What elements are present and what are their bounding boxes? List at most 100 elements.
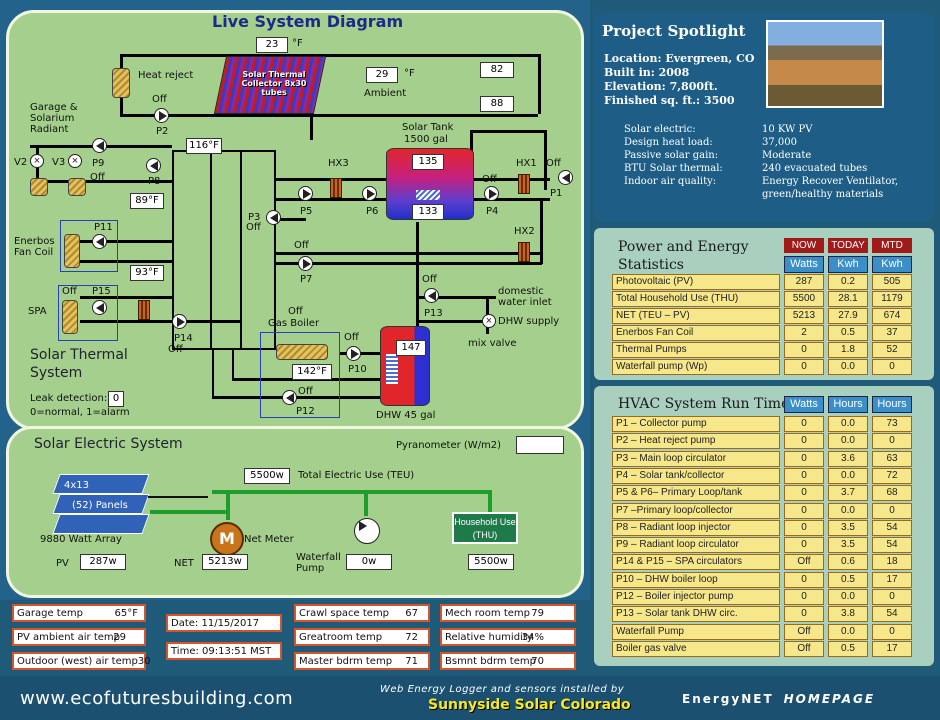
heat-reject-out-temp: 82	[480, 62, 514, 78]
pipe	[540, 200, 543, 264]
spec-key: Indoor air quality:	[624, 176, 717, 187]
pipe	[276, 198, 386, 201]
stat-row-value: 5500	[784, 291, 824, 307]
stat-row-value: 287	[784, 274, 824, 290]
ambient-temp-unit: °F	[404, 68, 415, 79]
stat-row-value: 63	[872, 450, 912, 467]
stat-row-value: 0	[784, 571, 824, 588]
pipe	[276, 218, 306, 221]
pv-label: PV	[56, 558, 69, 569]
col-now: NOW	[784, 238, 824, 253]
p3-pump-icon[interactable]	[266, 210, 281, 225]
net-value: 5213w	[202, 554, 248, 570]
spec-value: green/healthy materials	[762, 189, 884, 200]
dhw-tank-coil	[386, 354, 398, 384]
pipe	[80, 320, 240, 323]
v2-valve-icon[interactable]: ×	[30, 154, 44, 168]
hx2-heat-exchanger	[518, 242, 530, 262]
p15-state: Off	[62, 286, 77, 297]
p9-pump-icon[interactable]	[92, 138, 107, 153]
net-meter-label: Net Meter	[244, 534, 294, 545]
p11-label: P11	[94, 222, 113, 233]
ambient-label: Ambient	[364, 88, 407, 99]
gas-boiler-label: Gas Boiler	[268, 318, 320, 329]
installer-link[interactable]: Sunnyside Solar Colorado	[428, 697, 631, 713]
p8-pump-icon[interactable]	[146, 158, 161, 173]
household-use-box: Household Use (THU)	[452, 512, 518, 544]
spotlight-finished: Finished sq. ft.: 3500	[604, 94, 735, 107]
p1-pump-icon[interactable]	[558, 170, 573, 185]
stat-row-label: P10 – DHW boiler loop	[612, 571, 780, 588]
info-label: Mech room temp	[445, 608, 531, 619]
p12-pump-icon[interactable]	[282, 390, 297, 405]
net-label: NET	[174, 558, 194, 569]
stat-row-value: 0.0	[828, 433, 868, 450]
p2-pump-icon[interactable]	[154, 108, 169, 123]
manifold	[172, 150, 276, 350]
p6-label: P6	[366, 206, 379, 217]
p4-state: Off	[482, 174, 497, 185]
stat-row-value: 0	[872, 433, 912, 450]
stat-row-label: P14 & P15 – SPA circulators	[612, 554, 780, 571]
info-value: 11/15/2017	[201, 618, 260, 629]
solar-tank-label: Solar Tank	[402, 122, 454, 133]
stat-row-value: 0	[784, 450, 824, 467]
mix-valve-icon[interactable]: ×	[482, 314, 496, 328]
stat-row-value: 3.7	[828, 485, 868, 502]
heat-reject-in-temp: 88	[480, 96, 514, 112]
v3-valve-icon[interactable]: ×	[68, 154, 82, 168]
stat-row-value: 54	[872, 519, 912, 536]
stat-row-value: 0.0	[828, 623, 868, 640]
p14-pump-icon[interactable]	[172, 314, 187, 329]
collector-temp-unit: °F	[292, 38, 303, 49]
hx3-heat-exchanger	[330, 178, 342, 198]
stat-row-value: 0	[784, 606, 824, 623]
p5-pump-icon[interactable]	[298, 186, 313, 201]
p14-state: Off	[168, 344, 183, 355]
v2-label: V2	[14, 157, 28, 168]
stat-row-value: 0	[872, 359, 912, 375]
p7-pump-icon[interactable]	[298, 256, 313, 271]
p13-pump-icon[interactable]	[424, 288, 439, 303]
p10-pump-icon[interactable]	[346, 346, 361, 361]
p4-pump-icon[interactable]	[484, 186, 499, 201]
pipe	[276, 262, 542, 265]
spec-value: 10 KW PV	[762, 124, 813, 135]
p12-state: Off	[298, 386, 313, 397]
stat-row-value: 54	[872, 537, 912, 554]
p11-pump-icon[interactable]	[92, 234, 107, 249]
stat-row-label: P7 –Primary loop/collector	[612, 502, 780, 519]
spa-coil-icon	[62, 300, 78, 334]
stat-row-label: Waterfall Pump	[612, 623, 780, 640]
heat-reject-coil	[112, 68, 130, 98]
info-value: 65°F	[114, 608, 138, 619]
stat-row-value: 17	[872, 640, 912, 657]
stat-row-label: NET (TEU – PV)	[612, 308, 780, 324]
website-link[interactable]: www.ecofuturesbuilding.com	[20, 688, 294, 709]
stat-row-value: 28.1	[828, 291, 868, 307]
hx1-heat-exchanger	[518, 174, 530, 194]
info-label: Time:	[171, 646, 199, 657]
date-box: Date: 11/15/2017	[166, 614, 282, 632]
manifold-temp: 116°F	[186, 138, 222, 154]
stat-row-value: 0.6	[828, 554, 868, 571]
pipe	[416, 222, 419, 332]
waterfall-pump-icon[interactable]	[354, 518, 380, 544]
pipe	[544, 130, 547, 190]
p14-label: P14	[174, 333, 193, 344]
stat-row-value: 17	[872, 571, 912, 588]
wire	[150, 510, 230, 514]
p15-pump-icon[interactable]	[92, 300, 107, 315]
p6-pump-icon[interactable]	[362, 186, 377, 201]
fan-coil-box	[60, 220, 118, 272]
leak-detection-value: 0	[108, 391, 124, 407]
v3-label: V3	[52, 157, 66, 168]
mix-valve-label: mix valve	[468, 338, 517, 349]
info-value: 72	[405, 632, 418, 643]
pipe	[120, 114, 538, 117]
spec-value: Energy Recover Ventilator,	[762, 176, 899, 187]
